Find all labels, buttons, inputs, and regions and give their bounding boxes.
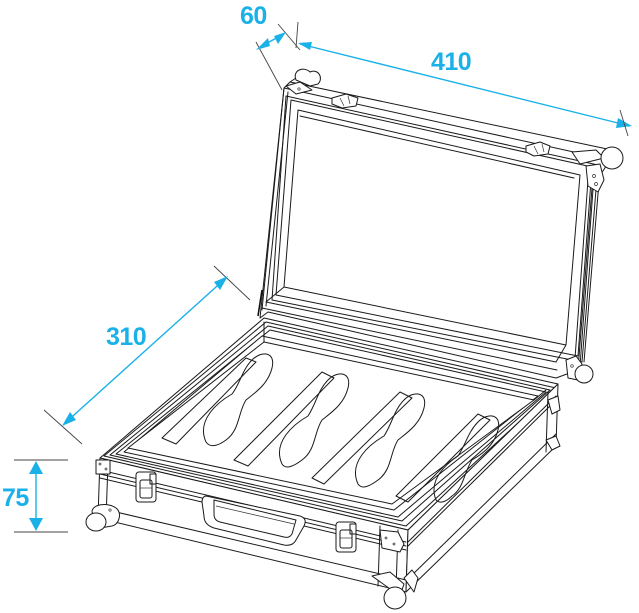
dimension-lines: [14, 21, 632, 533]
ball-corner-base-front-right: [371, 569, 419, 610]
ball-corner-lid-top-left: [285, 68, 321, 95]
latch-left: [135, 471, 157, 503]
ball-corner-base-front-left: [85, 504, 120, 532]
dimension-label-height: 75: [2, 484, 29, 512]
ball-corner-lid-top-right: [571, 146, 624, 193]
corner-bracket-front-left: [95, 459, 111, 475]
corner-bracket-back-right: [547, 395, 561, 415]
carry-handle: [201, 495, 306, 546]
latch-right: [335, 521, 357, 553]
dimension-label-width: 410: [431, 48, 472, 76]
ball-corner-base-back-right: [545, 435, 561, 451]
dimension-label-depth: 310: [106, 323, 147, 351]
foam-slot-1: [161, 357, 257, 445]
foam-mic-cutout-3: [355, 393, 426, 488]
lid-latch-plate-left: [331, 93, 359, 109]
lid: [257, 77, 613, 379]
base: [97, 317, 559, 593]
foam-slot-2: [233, 371, 335, 467]
foam-mic-cutout-4: [433, 415, 500, 503]
lid-latch-plate-right: [525, 141, 551, 157]
foam-insert: [161, 353, 500, 503]
foam-slot-3: [311, 391, 413, 485]
foam-mic-cutout-2: [279, 373, 350, 468]
foam-slot-4: [395, 413, 491, 503]
dimension-label-lid-depth: 60: [240, 2, 267, 30]
corner-bracket-front-right: [379, 529, 405, 553]
foam-mic-cutout-1: [203, 353, 274, 447]
ball-corner-lid-bottom-right: [565, 355, 594, 384]
